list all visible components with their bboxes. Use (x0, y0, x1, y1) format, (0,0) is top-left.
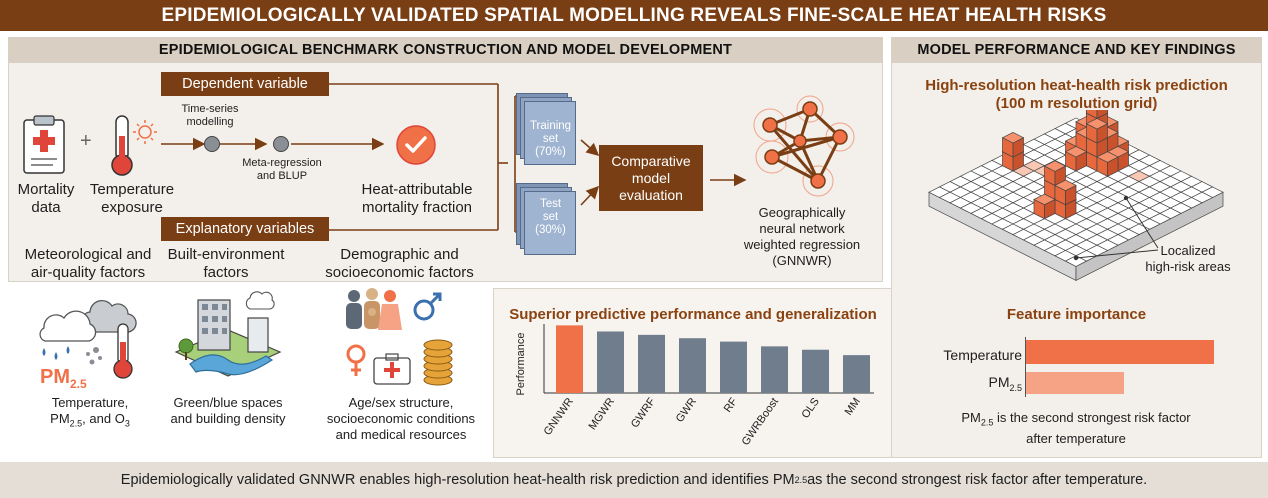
time-series-node (204, 136, 220, 152)
feature-axis (1025, 337, 1026, 397)
meta-regression-node (273, 136, 289, 152)
demographic-factor-title: Demographic and socioeconomic factors (325, 246, 474, 281)
built-environment-desc: Green/blue spaces and building density (170, 395, 286, 426)
training-set-label: Training set (70%) (529, 120, 572, 158)
benchmark-panel (8, 37, 883, 282)
dependent-variable-box: Dependent variable (161, 72, 329, 96)
explanatory-variables-box: Explanatory variables (161, 217, 329, 241)
tick-label-gwrf: GWRF (629, 396, 658, 431)
plus-sign: + (80, 130, 92, 152)
benchmark-panel-header: EPIDEMIOLOGICAL BENCHMARK CONSTRUCTION A… (8, 37, 883, 63)
test-set-stack (516, 183, 576, 255)
mortality-label: Mortality data (17, 181, 75, 216)
summary-bar: Epidemiologically validated GNNWR enable… (0, 462, 1268, 498)
grid-cell (1064, 255, 1088, 267)
leader-dot (1123, 195, 1129, 201)
findings-panel-header: MODEL PERFORMANCE AND KEY FINDINGS (891, 37, 1262, 63)
leader-line (1075, 249, 1159, 259)
neural-network-icon (753, 95, 855, 197)
tick-label-ols: OLS (800, 396, 822, 421)
bar-mm (843, 355, 870, 393)
temperature-label: Temperature exposure (89, 181, 175, 216)
bar-ols (802, 349, 829, 393)
bar-gnnwr (556, 325, 583, 393)
risk-cube (1096, 110, 1108, 119)
tick-label-gnnwr: GNNWR (542, 396, 576, 438)
meteorological-factor-title: Meteorological and air-quality factors (24, 246, 152, 281)
risk-cube (1096, 151, 1119, 163)
meta-regression-label: Meta-regression and BLUP (242, 157, 322, 182)
comparative-evaluation-box: Comparative model evaluation (599, 145, 703, 211)
risk-grid-map (928, 110, 1224, 281)
time-series-label: Time-series modelling (181, 103, 239, 128)
bar-gwrf (638, 334, 665, 393)
risk-cube (1054, 179, 1077, 192)
risk-cube (1033, 193, 1056, 206)
risk-cube (1086, 110, 1098, 119)
tick-label-mm: MM (843, 396, 863, 418)
tick-label-gwrboost: GWRBoost (740, 396, 781, 448)
weather-cloud-icon (39, 299, 137, 379)
bar-rf (720, 341, 747, 393)
feature-note: PM2.5 is the second strongest risk facto… (961, 410, 1191, 446)
people-demographics-icon (346, 288, 453, 386)
bar-mgwr (597, 331, 624, 393)
meteorological-factor-desc: Temperature, PM2.5, and O3 (50, 395, 130, 429)
leader-dot (1073, 255, 1079, 261)
feature-pm25-label: PM2.5 (988, 374, 1022, 393)
thermometer-sun-icon (111, 115, 157, 176)
high-resolution-title: High-resolution heat-health risk predict… (925, 77, 1228, 112)
feature-bar-temperature (1026, 340, 1214, 364)
localized-high-risk-label: Localized high-risk areas (1145, 243, 1231, 274)
risk-cube (1043, 160, 1067, 172)
tick-label-rf: RF (722, 396, 740, 415)
feature-bar-pm25 (1026, 372, 1124, 394)
chart-ylabel: Performance (515, 333, 527, 396)
demographic-desc: Age/sex structure, socioeconomic conditi… (326, 395, 476, 442)
risk-cube (1085, 118, 1109, 130)
tick-label-gwr: GWR (674, 396, 699, 425)
feature-temperature-label: Temperature (943, 347, 1022, 363)
feature-importance-title: Feature importance (1006, 306, 1147, 323)
chart-title: Superior predictive performance and gene… (509, 306, 877, 323)
clipboard-icon (23, 115, 65, 174)
bar-gwrboost (761, 346, 788, 393)
heat-fraction-label: Heat-attributable mortality fraction (361, 181, 473, 216)
training-set-stack (516, 93, 576, 165)
page-title: EPIDEMIOLOGICALLY VALIDATED SPATIAL MODE… (0, 0, 1268, 31)
tick-label-mgwr: MGWR (586, 396, 617, 432)
pm25-label: PM2.5 (40, 366, 87, 391)
buildings-icon (174, 291, 282, 377)
built-environment-factor-title: Built-environment factors (167, 246, 285, 281)
risk-cube (1001, 132, 1025, 144)
gnnwr-label: Geographically neural network weighted r… (743, 205, 861, 268)
leader-line (1125, 197, 1159, 249)
bar-gwr (679, 338, 706, 393)
test-set-label: Test set (30%) (535, 198, 566, 236)
check-icon (396, 125, 436, 165)
risk-cube (1064, 146, 1088, 158)
